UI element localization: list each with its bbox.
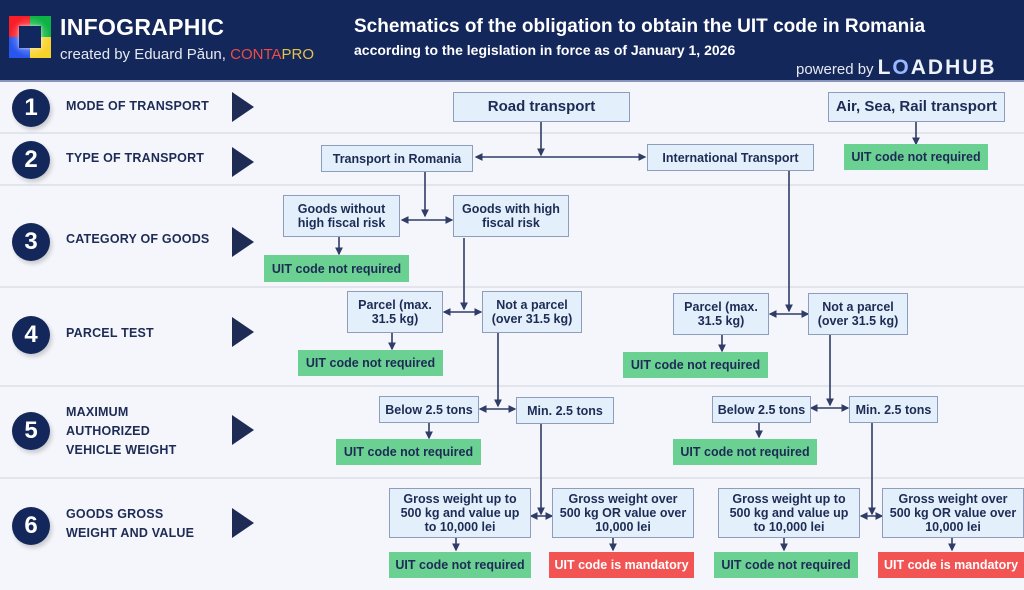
page-subtitle: according to the legislation in force as… — [354, 42, 736, 58]
loadhub-logo: LOADHUB — [878, 56, 997, 80]
step-number-4: 4 — [12, 316, 50, 354]
node-min-2-5-tons: Min. 2.5 tons — [849, 396, 938, 423]
result-mandatory: UIT code is mandatory — [549, 552, 694, 578]
page-title: Schematics of the obligation to obtain t… — [354, 16, 926, 37]
loadhub-l: L — [877, 56, 893, 79]
node-international-transport: International Transport — [647, 144, 814, 171]
result-mandatory: UIT code is mandatory — [878, 552, 1024, 578]
step-arrow-icon — [232, 92, 254, 122]
step-label-4: PARCEL TEST — [66, 326, 154, 340]
step-number-5: 5 — [12, 412, 50, 450]
node-below-2-5-tons: Below 2.5 tons — [712, 396, 811, 423]
node-parcel: Parcel (max. 31.5 kg) — [347, 291, 443, 333]
row-divider — [0, 385, 1024, 387]
row-divider — [0, 286, 1024, 288]
result-not-required: UIT code not required — [298, 350, 443, 376]
step-number-2: 2 — [12, 141, 50, 179]
result-not-required: UIT code not required — [264, 255, 409, 282]
node-gross-low: Gross weight up to 500 kg and value up t… — [718, 488, 860, 538]
node-gross-high: Gross weight over 500 kg OR value over 1… — [882, 488, 1024, 538]
result-not-required: UIT code not required — [336, 439, 481, 465]
step-arrow-icon — [232, 147, 254, 177]
step-label-5: MAXIMUM AUTHORIZED VEHICLE WEIGHT — [66, 405, 177, 457]
step-label-3: CATEGORY OF GOODS — [66, 232, 210, 246]
step-label-6: GOODS GROSS WEIGHT AND VALUE — [66, 507, 195, 540]
step-number-6: 6 — [12, 507, 50, 545]
row-divider — [0, 184, 1024, 186]
step-number-1: 1 — [12, 89, 50, 127]
loadhub-rest: ADHUB — [910, 56, 997, 79]
result-not-required: UIT code not required — [714, 552, 858, 578]
result-not-required: UIT code not required — [673, 439, 817, 465]
node-not-parcel: Not a parcel (over 31.5 kg) — [482, 291, 582, 333]
node-goods-high-risk: Goods with high fiscal risk — [453, 195, 569, 237]
node-gross-high: Gross weight over 500 kg OR value over 1… — [552, 488, 694, 538]
row-divider — [0, 477, 1024, 479]
header-banner: INFOGRAPHIC created by Eduard Păun, CONT… — [0, 0, 1024, 82]
result-not-required: UIT code not required — [389, 552, 531, 578]
node-goods-low-risk: Goods without high fiscal risk — [283, 195, 400, 237]
contapro-pro: PRO — [281, 46, 315, 63]
node-min-2-5-tons: Min. 2.5 tons — [516, 397, 614, 424]
step-arrow-icon — [232, 508, 254, 538]
brand-credit: created by Eduard Păun, CONTAPRO — [60, 46, 314, 63]
step-label-1: MODE OF TRANSPORT — [66, 99, 209, 113]
loadhub-o-icon: O — [892, 56, 911, 79]
result-not-required: UIT code not required — [623, 352, 768, 378]
step-arrow-icon — [232, 317, 254, 347]
node-transport-in-romania: Transport in Romania — [321, 145, 473, 172]
result-not-required: UIT code not required — [844, 144, 988, 170]
step-number-3: 3 — [12, 223, 50, 261]
row-divider — [0, 132, 1024, 134]
powered-by-text: powered by — [796, 61, 874, 78]
powered-by: powered by LOADHUB — [796, 56, 997, 80]
node-road-transport: Road transport — [453, 92, 630, 122]
node-air-sea-rail: Air, Sea, Rail transport — [828, 92, 1005, 122]
node-not-parcel: Not a parcel (over 31.5 kg) — [808, 293, 908, 335]
credit-text: created by Eduard Păun, — [60, 46, 231, 63]
node-gross-low: Gross weight up to 500 kg and value up t… — [389, 488, 531, 538]
node-below-2-5-tons: Below 2.5 tons — [379, 396, 479, 423]
brand-title: INFOGRAPHIC — [60, 14, 225, 40]
infographic-logo-icon — [9, 16, 51, 58]
step-arrow-icon — [232, 415, 254, 445]
contapro-conta: CONTA — [230, 46, 282, 63]
node-parcel: Parcel (max. 31.5 kg) — [673, 293, 769, 335]
step-label-2: TYPE OF TRANSPORT — [66, 151, 205, 165]
step-arrow-icon — [232, 227, 254, 257]
